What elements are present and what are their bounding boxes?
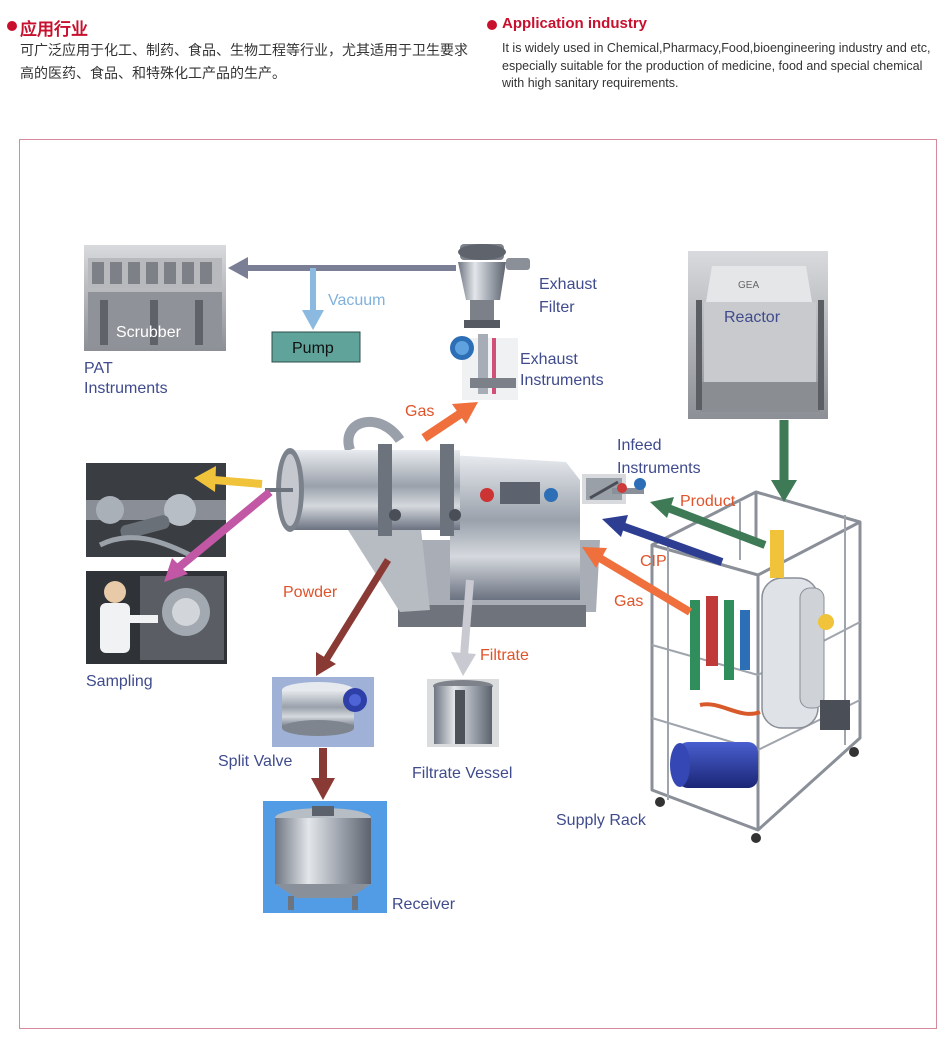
arrow-gas-right xyxy=(582,547,693,616)
label-exhaust-instruments-2: Instruments xyxy=(520,372,604,389)
label-filtrate: Filtrate xyxy=(480,647,529,664)
label-gas-top: Gas xyxy=(405,403,434,420)
centrifuge-photo xyxy=(265,417,600,627)
label-exhaust-filter-2: Filter xyxy=(539,299,575,316)
title-cn: 应用行业 xyxy=(20,20,88,40)
description-cn: 可广泛应用于化工、制药、食品、生物工程等行业，尤其适用于卫生要求高的医药、食品、… xyxy=(20,43,468,82)
title-en: Application industry xyxy=(502,15,648,32)
bullet-cn xyxy=(7,21,17,31)
arrow-powder xyxy=(316,558,391,676)
arrow-receiver xyxy=(311,748,335,800)
label-sampling: Sampling xyxy=(86,673,153,690)
sampling-photo xyxy=(86,571,227,664)
filtrate-vessel-photo xyxy=(427,679,499,747)
label-split-valve: Split Valve xyxy=(218,753,293,770)
description-en: It is widely used in Chemical,Pharmacy,F… xyxy=(502,41,931,90)
infeed-instruments-photo xyxy=(582,474,646,504)
svg-text:GEA: GEA xyxy=(738,280,759,291)
scrubber-photo xyxy=(84,245,226,351)
label-pump: Pump xyxy=(292,340,334,357)
label-pat-1: PAT xyxy=(84,360,113,377)
label-powder: Powder xyxy=(283,584,338,601)
diagram-frame xyxy=(19,139,937,1029)
label-infeed-1: Infeed xyxy=(617,437,661,454)
arrow-gas-top xyxy=(421,402,478,442)
pat-instrument-photo xyxy=(86,463,226,558)
label-exhaust-instruments-1: Exhaust xyxy=(520,351,578,368)
arrow-vacuum xyxy=(302,268,324,330)
label-cip: CIP xyxy=(640,553,667,570)
exhaust-filter-photo xyxy=(458,244,530,328)
arrow-product xyxy=(650,497,767,549)
arrow-filtrate xyxy=(451,579,476,676)
bullet-en xyxy=(487,20,497,30)
label-scrubber: Scrubber xyxy=(116,324,182,341)
receiver-photo xyxy=(263,801,387,913)
label-infeed-2: Instruments xyxy=(617,460,701,477)
label-reactor: Reactor xyxy=(724,309,781,326)
supply-rack-drawing xyxy=(650,490,862,843)
exhaust-instruments-photo xyxy=(450,334,518,400)
label-vacuum: Vacuum xyxy=(328,292,386,309)
label-pat-2: Instruments xyxy=(84,380,168,397)
label-filtrate-vessel: Filtrate Vessel xyxy=(412,765,512,782)
label-supply-rack: Supply Rack xyxy=(556,812,647,829)
reactor-photo: GEA xyxy=(688,251,828,419)
arrow-sampling xyxy=(164,488,273,582)
arrow-pat xyxy=(194,466,263,492)
split-valve-photo xyxy=(272,677,374,747)
arrow-cip xyxy=(602,515,724,566)
label-product: Product xyxy=(680,493,736,510)
pump-box xyxy=(271,331,361,363)
arrow-to-scrubber xyxy=(228,257,456,279)
label-receiver: Receiver xyxy=(392,896,456,913)
label-exhaust-filter-1: Exhaust xyxy=(539,276,597,293)
label-gas-right: Gas xyxy=(614,593,643,610)
arrow-reactor-down xyxy=(771,420,797,502)
